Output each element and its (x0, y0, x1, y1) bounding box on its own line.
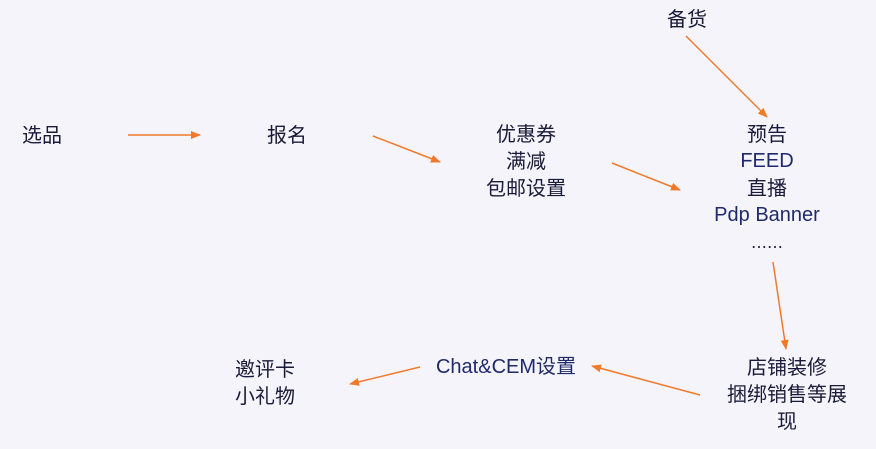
node-review: 邀评卡 小礼物 (226, 356, 304, 410)
node-store-line-1: 店铺装修 (747, 355, 827, 379)
node-signup-label: 报名 (267, 123, 307, 147)
node-promo: 优惠券 满减 包邮设置 (466, 121, 586, 202)
node-review-line-1: 邀评卡 (235, 357, 295, 381)
node-select: 选品 (18, 122, 66, 149)
node-signup: 报名 (262, 122, 312, 149)
arrow-store-to-chat (591, 364, 701, 396)
node-exposure-line-4: Pdp Banner (714, 204, 820, 226)
node-exposure-line-5: …… (751, 233, 783, 252)
node-review-line-2: 小礼物 (235, 384, 295, 408)
node-exposure-line-2: FEED (740, 150, 794, 172)
node-chat: Chat&CEM设置 (428, 354, 584, 381)
node-store-line-2: 捆绑销售等展 (727, 382, 847, 406)
node-exposure: 预告 FEED 直播 Pdp Banner …… (700, 121, 834, 256)
node-promo-line-2: 满减 (506, 149, 546, 173)
node-exposure-line-1: 预告 (747, 122, 787, 146)
arrow-promo-to-exposure (611, 162, 681, 191)
arrow-signup-to-promo (372, 135, 441, 163)
node-promo-line-3: 包邮设置 (486, 176, 566, 200)
node-exposure-line-3: 直播 (747, 176, 787, 200)
node-store: 店铺装修 捆绑销售等展 现 (712, 354, 862, 435)
arrow-stock-to-exposure (685, 35, 768, 118)
node-store-line-3: 现 (777, 409, 797, 433)
node-stock: 备货 (664, 6, 710, 33)
arrow-exposure-to-store (772, 261, 789, 350)
arrow-chat-to-review (349, 366, 421, 386)
node-promo-line-1: 优惠券 (496, 122, 556, 146)
node-stock-label: 备货 (667, 7, 707, 31)
node-chat-label: Chat&CEM设置 (435, 356, 577, 378)
node-select-label: 选品 (22, 123, 62, 147)
